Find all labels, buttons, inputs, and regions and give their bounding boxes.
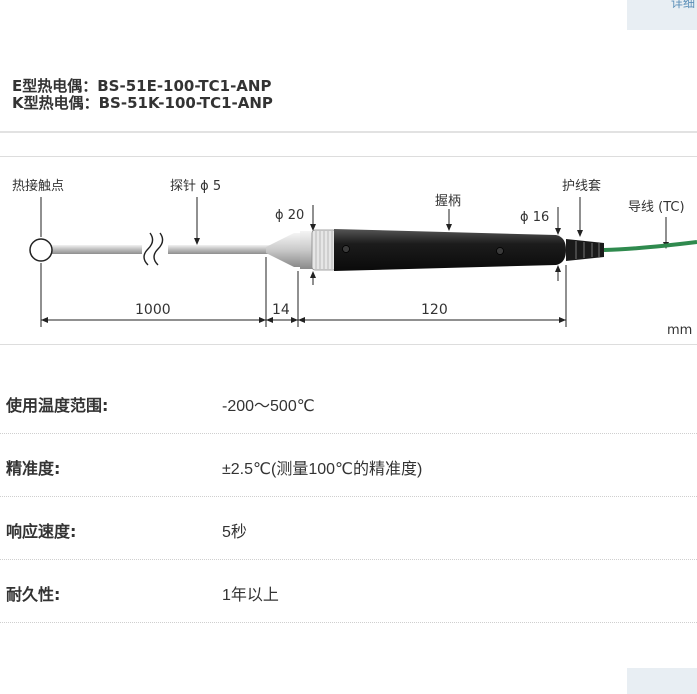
spec-label: 响应速度: [6,522,77,541]
spec-label: 精准度: [6,459,61,478]
dim-1000-label: 1000 [135,302,171,318]
arrow-d20-bottom-icon [310,271,316,278]
label-d16: ϕ 16 [520,210,549,225]
spec-row-accuracy: 精准度: ±2.5℃(测量100℃的精准度) [0,433,697,497]
dim-14-label: 14 [272,302,290,318]
unit-label: mm [667,323,692,338]
label-probe: 探针 ϕ 5 [170,179,221,194]
spec-value: -200～500℃ [222,398,315,415]
spec-row-temperature: 使用温度范围: -200～500℃ [0,370,697,434]
arrow-probe-icon [194,238,200,245]
bottom-corner-button[interactable] [627,668,697,694]
dim-120-label: 120 [421,302,448,318]
model-k-title: K型热电偶：BS-51K-100-TC1-ANP [12,94,273,112]
label-grip: 握柄 [435,194,461,209]
spec-label: 耐久性: [6,585,61,604]
hot-junction-circle [29,238,53,262]
probe-collar [300,231,314,269]
spec-value: ±2.5℃(测量100℃的精准度) [222,461,423,478]
break-mark-1 [143,232,154,266]
handle-screw-1 [342,245,350,253]
model-list: E型热电偶：BS-51E-100-TC1-ANP K型热电偶：BS-51K-10… [12,78,273,112]
break-mark-2 [153,232,164,266]
arrow-d16-bottom-icon [555,265,561,272]
detail-button-label: 详细 [671,0,696,10]
label-sleeve: 护线套 [562,178,601,194]
label-d20: ϕ 20 [275,208,304,223]
arrow-d20-top-icon [310,224,316,231]
arrow-sleeve-icon [577,230,583,237]
label-lead: 导线 (TC) [628,200,685,215]
arrow-d16-top-icon [555,228,561,235]
detail-button[interactable]: 详细 [627,0,697,30]
handle-body [334,229,566,271]
model-e-title: E型热电偶：BS-51E-100-TC1-ANP [12,77,272,95]
spec-label: 使用温度范围: [6,396,109,415]
probe-diagram: 热接触点 探针 ϕ 5 握柄 护线套 导线 (TC) ϕ 20 ϕ 16 [0,156,697,345]
spec-row-durability: 耐久性: 1年以上 [0,559,697,623]
spec-value: 5秒 [222,524,247,541]
spec-value: 1年以上 [222,587,279,604]
label-hot-junction: 热接触点 [12,178,64,194]
arrow-grip-icon [446,224,452,231]
lead-wire [603,240,697,252]
section-divider [0,131,697,133]
cable-sleeve [566,239,604,261]
spec-row-response: 响应速度: 5秒 [0,496,697,560]
handle-screw-2 [496,247,504,255]
probe-cone [266,233,300,267]
